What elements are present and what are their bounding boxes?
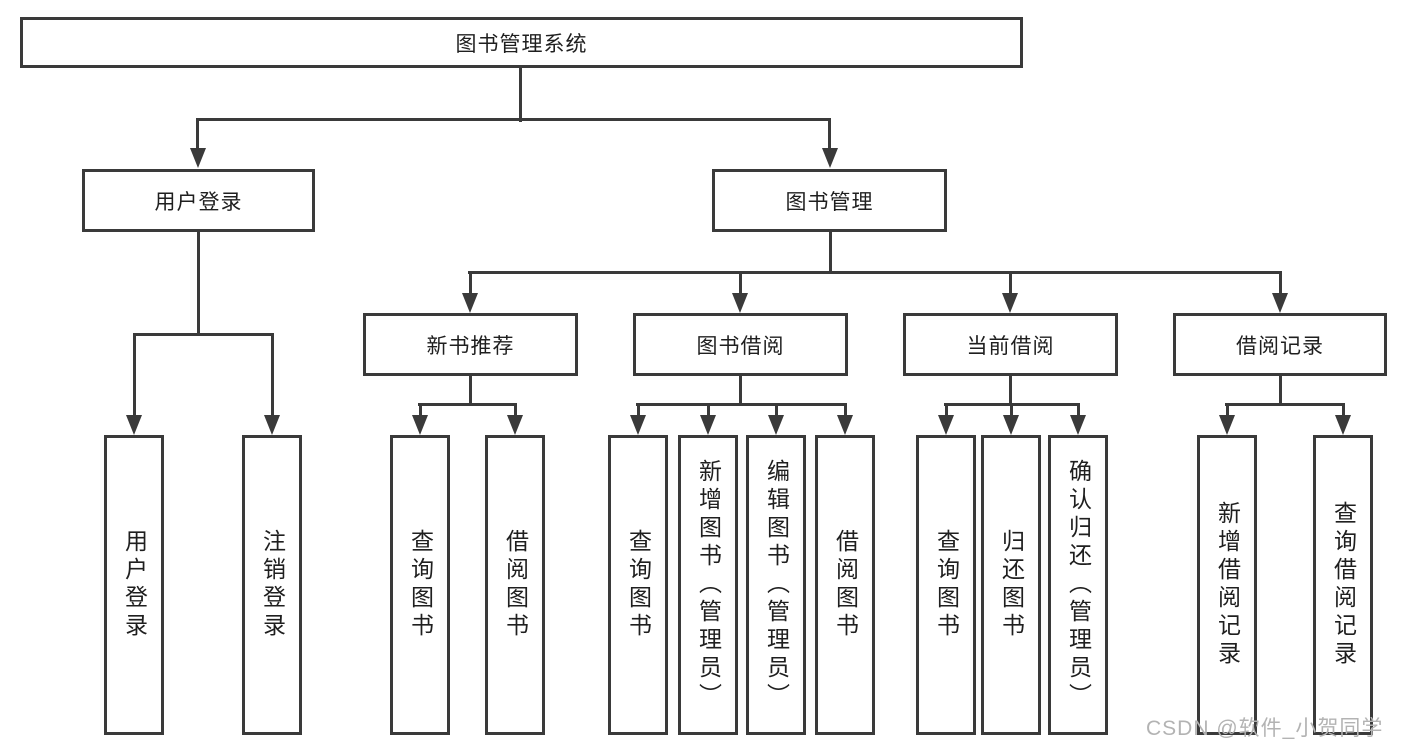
connector-book-borrowing-stem — [738, 374, 742, 406]
arrowhead-leaf-icon — [1070, 404, 1086, 435]
node-book-borrowing: 图书借阅 — [633, 313, 848, 376]
leaf-edit-books-admin: 编辑图书（管理员） — [746, 435, 806, 735]
connector-new-book-recommend-bus — [418, 403, 517, 406]
leaf-confirm-return-admin-label: 确认归还（管理员） — [1065, 459, 1092, 711]
leaf-add-borrow-record-label: 新增借阅记录 — [1214, 501, 1241, 669]
leaf-query-books-3: 查询图书 — [916, 435, 976, 735]
arrowhead-leaf-icon — [700, 404, 716, 435]
connector-user-login-stem — [196, 230, 200, 336]
arrowhead-to-book-borrowing-icon — [732, 272, 748, 313]
arrowhead-leaf-icon — [837, 404, 853, 435]
arrowhead-leaf-icon — [768, 404, 784, 435]
connector-root-stem — [518, 66, 522, 122]
arrowhead-leaf-icon — [1335, 404, 1351, 435]
node-borrowing-records: 借阅记录 — [1173, 313, 1387, 376]
connector-book-management-stem — [828, 230, 832, 274]
arrowhead-to-leaf-logout-icon — [264, 335, 280, 435]
node-current-borrowing: 当前借阅 — [903, 313, 1118, 376]
connector-borrowing-records-bus — [1225, 403, 1345, 406]
connector-book-borrowing-bus — [636, 403, 847, 406]
node-book-management-label: 图书管理 — [785, 190, 874, 214]
arrowhead-to-leaf-user-login-icon — [126, 335, 142, 435]
leaf-user-login: 用户登录 — [104, 435, 164, 735]
connector-book-management-bus — [468, 271, 1282, 274]
node-book-borrowing-label: 图书借阅 — [696, 334, 785, 358]
leaf-logout-login-label: 注销登录 — [259, 529, 286, 641]
leaf-return-books: 归还图书 — [981, 435, 1041, 735]
leaf-query-borrow-record: 查询借阅记录 — [1313, 435, 1373, 735]
arrowhead-to-user-login-icon — [189, 119, 206, 168]
connector-new-book-recommend-stem — [468, 374, 472, 406]
connector-user-login-bus — [132, 333, 274, 336]
node-current-borrowing-label: 当前借阅 — [966, 334, 1055, 358]
arrowhead-leaf-icon — [938, 404, 954, 435]
node-root-label: 图书管理系统 — [455, 32, 588, 56]
leaf-add-books-admin: 新增图书（管理员） — [678, 435, 738, 735]
leaf-query-books-2-label: 查询图书 — [625, 529, 652, 641]
leaf-add-borrow-record: 新增借阅记录 — [1197, 435, 1257, 735]
arrowhead-to-book-management-icon — [821, 119, 838, 168]
leaf-add-books-admin-label: 新增图书（管理员） — [695, 459, 722, 711]
leaf-user-login-label: 用户登录 — [121, 529, 148, 641]
leaf-query-books-2: 查询图书 — [608, 435, 668, 735]
node-user-login-label: 用户登录 — [154, 190, 243, 214]
leaf-edit-books-admin-label: 编辑图书（管理员） — [763, 459, 790, 711]
leaf-query-borrow-record-label: 查询借阅记录 — [1330, 501, 1357, 669]
leaf-borrow-books-1-label: 借阅图书 — [502, 529, 529, 641]
leaf-return-books-label: 归还图书 — [998, 529, 1025, 641]
csdn-watermark: CSDN @软件_小贺同学 — [1146, 717, 1384, 740]
arrowhead-leaf-icon — [1219, 404, 1235, 435]
leaf-borrow-books-2-label: 借阅图书 — [832, 529, 859, 641]
node-root: 图书管理系统 — [20, 17, 1023, 68]
connector-current-borrowing-stem — [1008, 374, 1012, 406]
arrowhead-to-current-borrowing-icon — [1002, 272, 1018, 313]
leaf-borrow-books-2: 借阅图书 — [815, 435, 875, 735]
node-book-management: 图书管理 — [712, 169, 947, 232]
leaf-query-books-1-label: 查询图书 — [407, 529, 434, 641]
node-new-book-recommend-label: 新书推荐 — [426, 334, 515, 358]
leaf-query-books-3-label: 查询图书 — [933, 529, 960, 641]
node-borrowing-records-label: 借阅记录 — [1236, 334, 1324, 358]
leaf-confirm-return-admin: 确认归还（管理员） — [1048, 435, 1108, 735]
arrowhead-leaf-icon — [507, 404, 523, 435]
arrowhead-leaf-icon — [1003, 404, 1019, 435]
arrowhead-to-borrowing-records-icon — [1272, 272, 1288, 313]
node-user-login: 用户登录 — [82, 169, 315, 232]
connector-root-bus — [196, 118, 831, 121]
leaf-borrow-books-1: 借阅图书 — [485, 435, 545, 735]
leaf-query-books-1: 查询图书 — [390, 435, 450, 735]
arrowhead-to-new-book-recommend-icon — [462, 272, 478, 313]
arrowhead-leaf-icon — [412, 404, 428, 435]
connector-borrowing-records-stem — [1278, 374, 1282, 406]
node-new-book-recommend: 新书推荐 — [363, 313, 578, 376]
arrowhead-leaf-icon — [630, 404, 646, 435]
leaf-logout-login: 注销登录 — [242, 435, 302, 735]
